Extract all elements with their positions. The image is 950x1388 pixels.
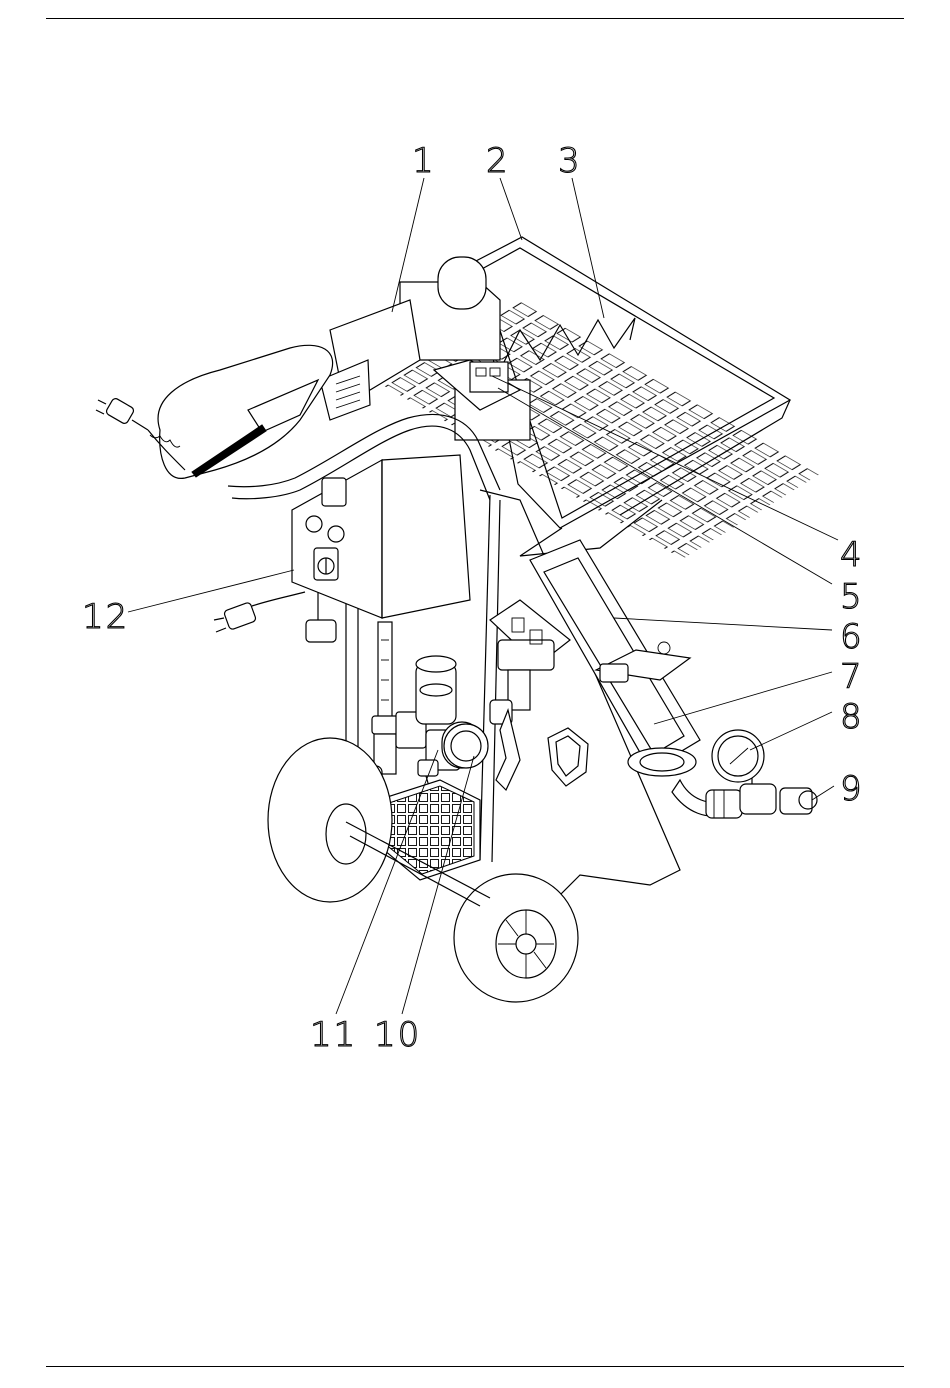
power-cable-bottom (214, 592, 336, 642)
callout-4: 4 (840, 535, 864, 575)
push-handle (158, 345, 333, 478)
wheel-rear (268, 738, 392, 902)
callout-3: 3 (558, 141, 582, 181)
mixing-tube (530, 540, 700, 776)
wheel-front (454, 874, 578, 1002)
callout-6: 6 (840, 617, 864, 657)
callout-1: 1 (412, 141, 436, 181)
plug-bottom-icon (214, 602, 257, 632)
callout-8: 8 (840, 697, 864, 737)
callout-7: 7 (840, 657, 864, 697)
callout-11: 11 (310, 1015, 357, 1055)
brand-logo-icon (548, 728, 588, 786)
callout-2: 2 (486, 141, 510, 181)
callout-10: 10 (374, 1015, 421, 1055)
switch-block (470, 362, 508, 392)
plug-top-icon (96, 397, 148, 430)
callout-12: 12 (82, 597, 129, 637)
callout-5: 5 (840, 577, 864, 617)
callout-9: 9 (840, 769, 864, 809)
